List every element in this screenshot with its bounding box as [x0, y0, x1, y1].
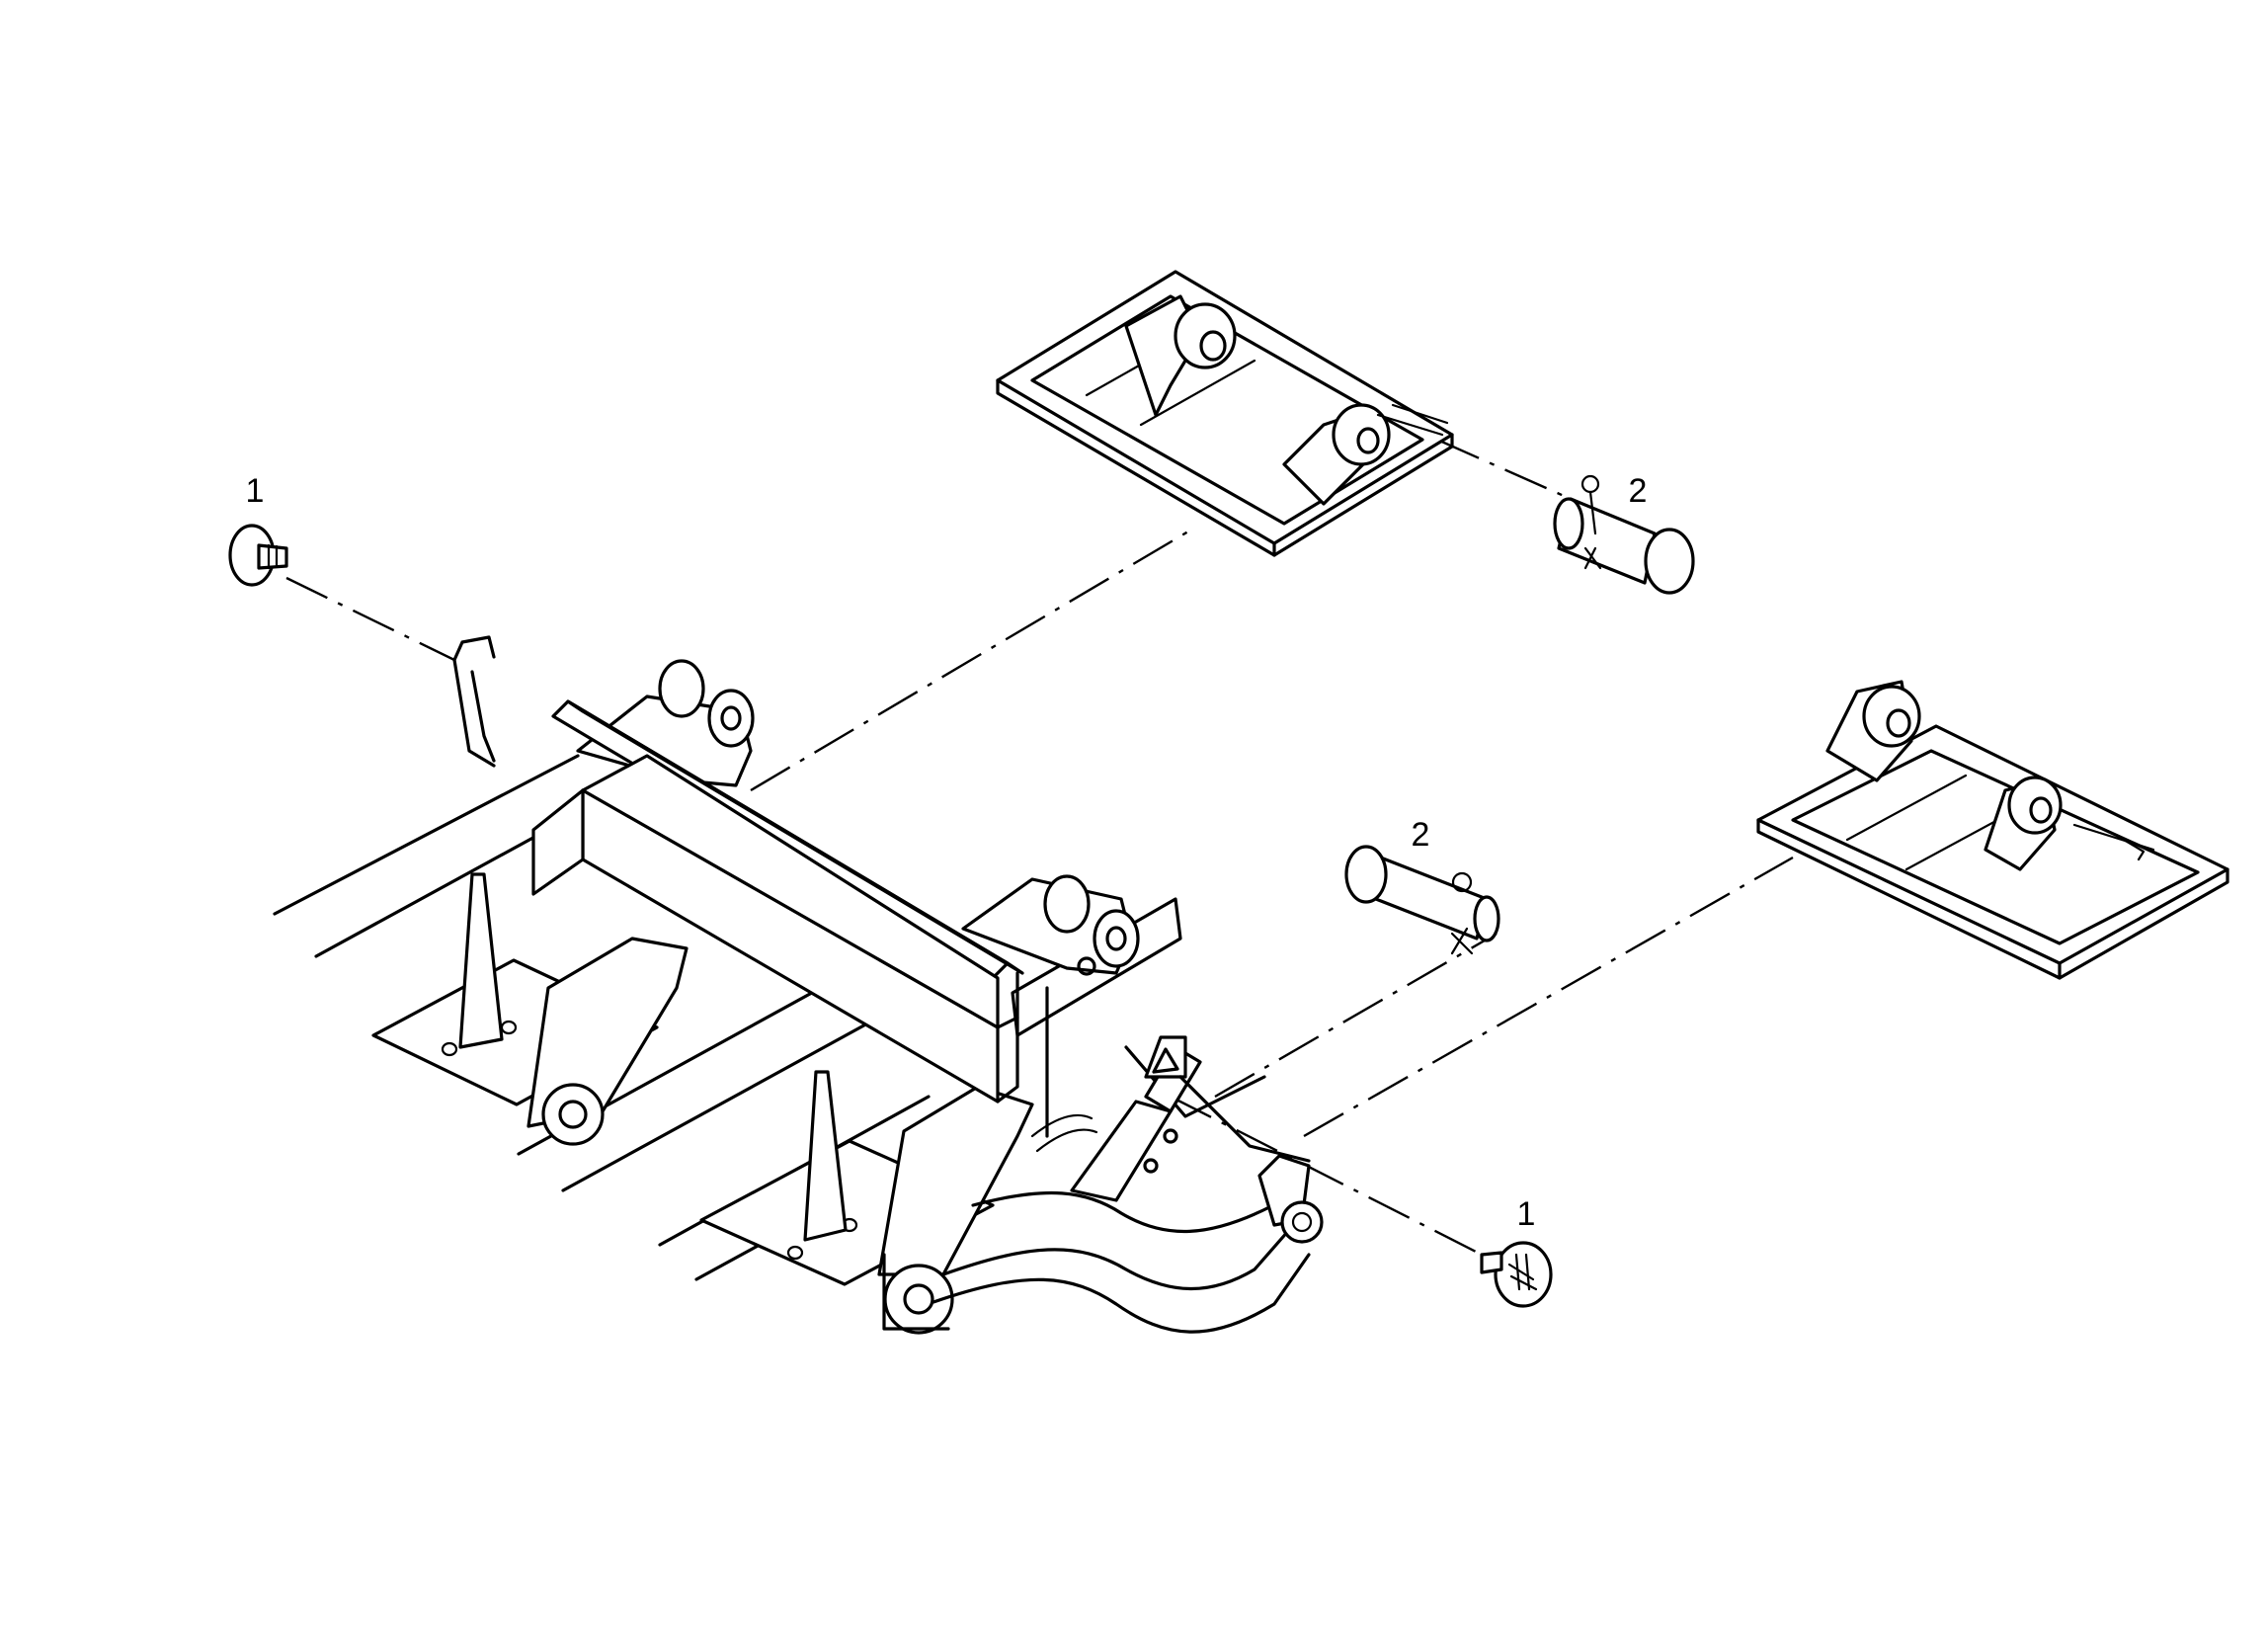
callout-label-pin-top-right: 2	[1629, 472, 1648, 510]
main-frame-assembly	[273, 635, 1324, 1335]
callout-label-screw-bottom-right: 1	[1517, 1195, 1536, 1233]
callout-labels: 1 2 2 1	[246, 472, 1648, 1233]
pin-top-right	[1553, 474, 1695, 595]
leader-pin-top-right	[1436, 438, 1572, 501]
screw-bottom-right	[1480, 1241, 1553, 1308]
right-bracket	[1756, 680, 2229, 980]
leader-screw-bottom-right	[1170, 1095, 1483, 1257]
leader-top-bracket	[750, 527, 1194, 792]
callout-label-pin-middle: 2	[1412, 816, 1430, 854]
pin-middle	[1344, 845, 1500, 955]
top-bracket	[996, 270, 1454, 557]
assembly-leader-lines	[285, 438, 1794, 1257]
screw-top-left	[228, 524, 288, 587]
leader-pin-middle	[1214, 932, 1498, 1099]
leader-right-bracket	[1303, 856, 1794, 1138]
leader-screw-top-left	[285, 576, 455, 662]
callout-label-screw-top-left: 1	[246, 472, 265, 510]
